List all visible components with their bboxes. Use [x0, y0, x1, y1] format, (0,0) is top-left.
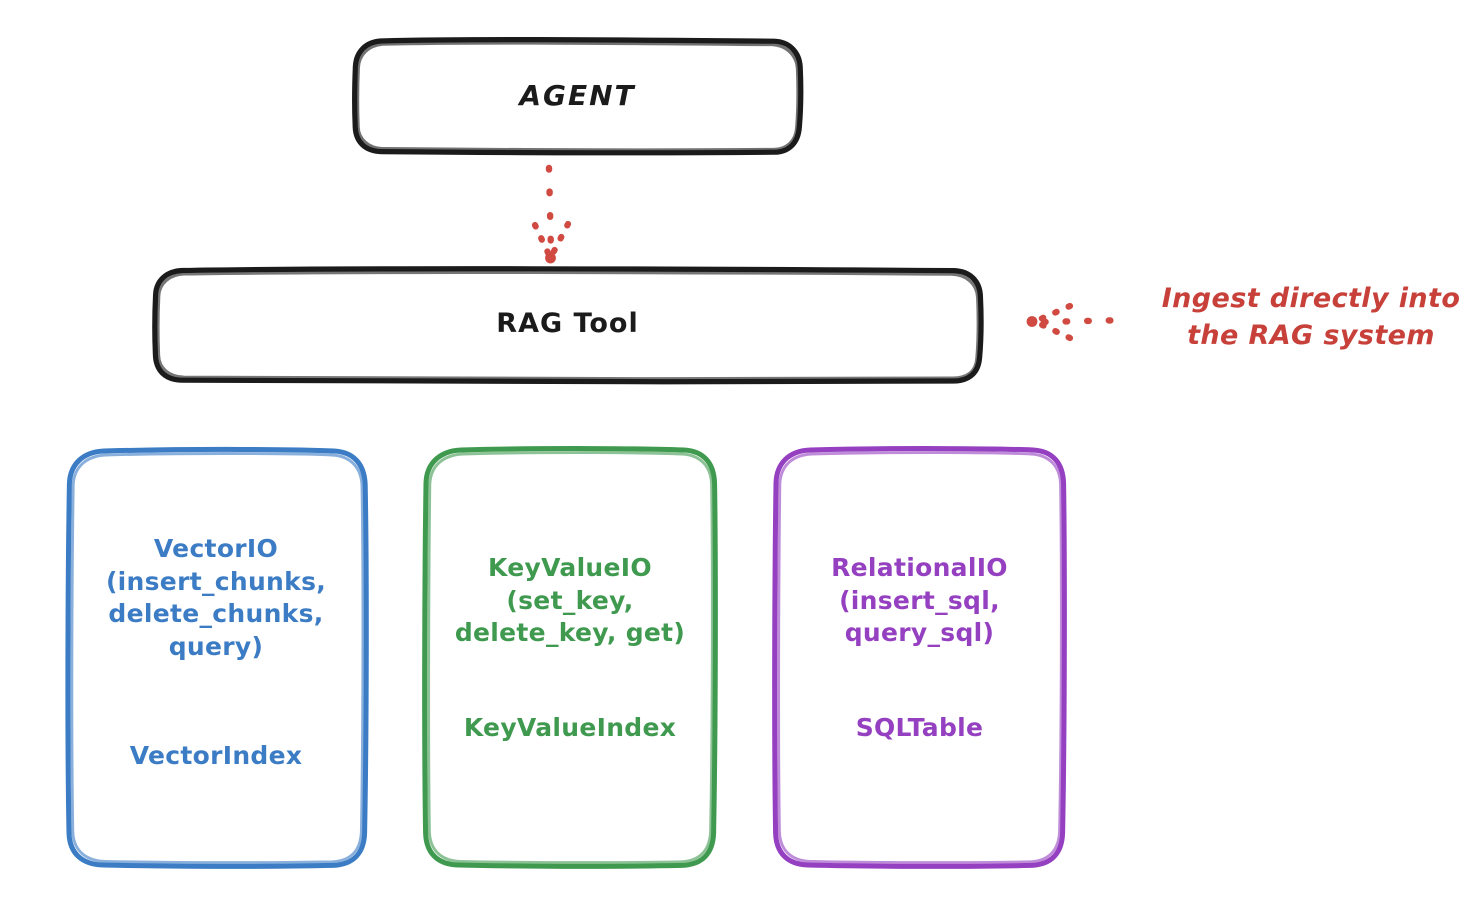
ingest-arrowhead-bottom [1032, 318, 1074, 342]
rag-tool-node[interactable] [152, 266, 984, 385]
vector-io-label: VectorIO (insert_chunks, delete_chunks, … [105, 534, 327, 661]
rag-tool-box-outline [152, 266, 984, 385]
sql-table-label: SQLTable [855, 713, 984, 742]
key-value-io-node[interactable] [422, 446, 718, 869]
key-value-io-label: KeyValueIO (set_key, delete_key, get) [454, 553, 686, 647]
ingest-arrow-connector [1026, 302, 1132, 342]
ingest-dotted-line [1040, 316, 1132, 326]
agent-to-rag-connector [531, 164, 572, 264]
vector-io-node[interactable] [65, 446, 369, 869]
ingest-annotation-text: Ingest directly into the RAG system [1161, 283, 1461, 351]
agent-box-sketch-overlay [356, 41, 800, 152]
connector-arrowhead-right [547, 220, 572, 261]
relational-io-label: RelationalIO (insert_sql, query_sql) [831, 553, 1008, 647]
vector-index-label: VectorIndex [129, 741, 303, 770]
connector-arrow-tip [545, 252, 556, 264]
relational-io-node[interactable] [772, 446, 1067, 869]
connector-dotted-line [545, 164, 555, 257]
relational-io-box-outline [772, 446, 1067, 869]
key-value-io-box-outline [422, 446, 718, 869]
vector-io-box-outline [65, 446, 369, 869]
ingest-arrowhead-top [1032, 302, 1074, 325]
connector-arrowhead-left [531, 221, 554, 261]
ingest-arrow-tip [1026, 316, 1038, 327]
key-value-index-label: KeyValueIndex [463, 713, 677, 742]
agent-box-outline [352, 37, 804, 156]
rag-tool-box-sketch-overlay [156, 270, 980, 381]
key-value-io-box-sketch-overlay [427, 451, 714, 865]
agent-node[interactable] [352, 37, 804, 156]
relational-io-box-sketch-overlay [777, 451, 1063, 865]
vector-io-box-sketch-overlay [70, 452, 365, 865]
